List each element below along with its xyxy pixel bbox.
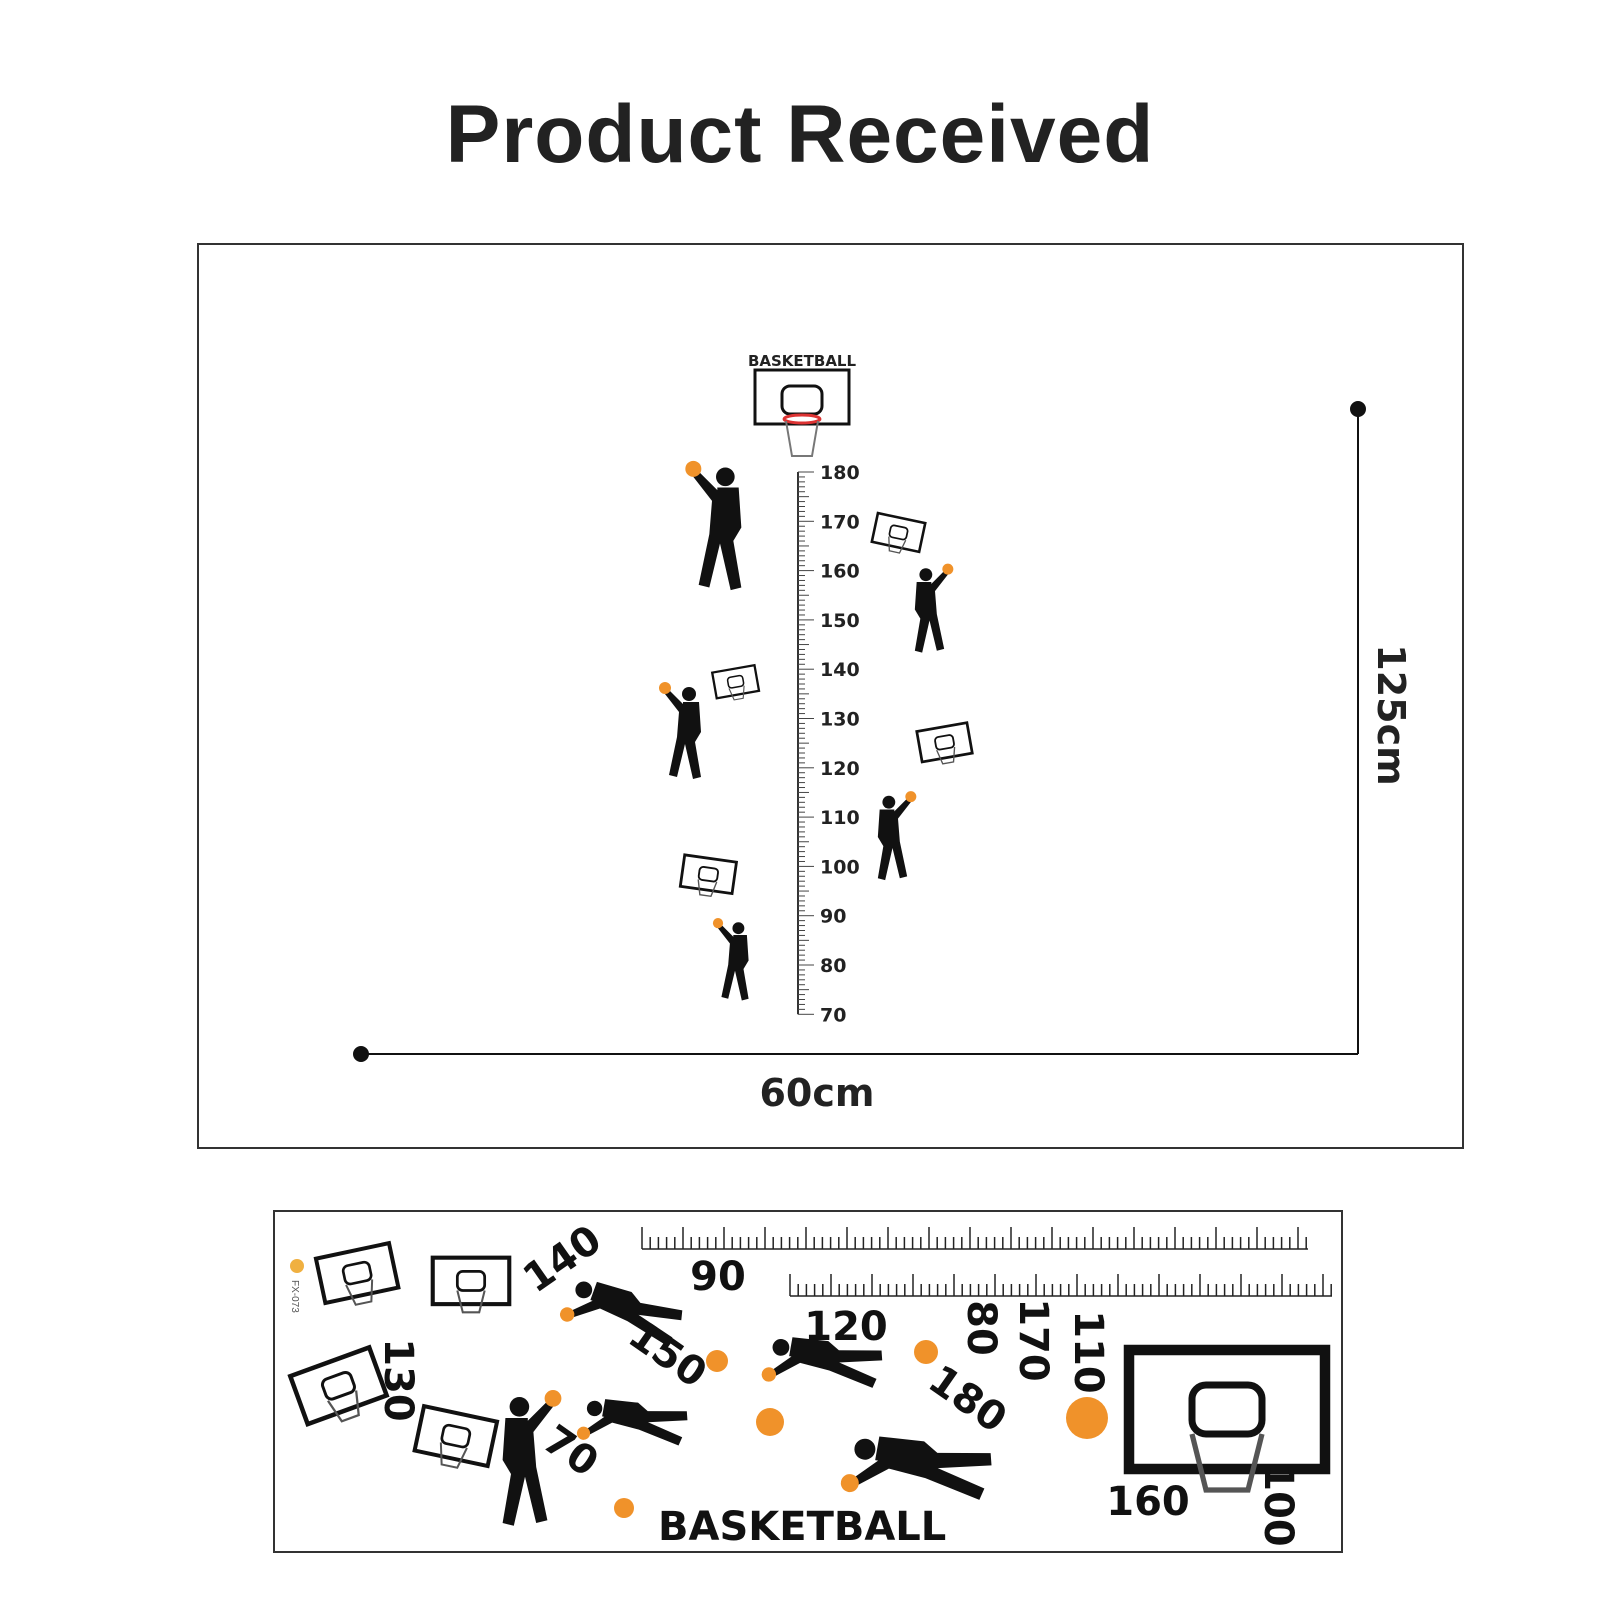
top-hoop <box>753 368 851 457</box>
basketball-icon <box>706 1350 728 1372</box>
sheet-number: 80 <box>958 1300 1004 1356</box>
hoop-icon <box>433 1258 510 1313</box>
ruler-label: 90 <box>820 906 846 928</box>
ruler-label: 110 <box>820 807 860 829</box>
ruler-label: 130 <box>820 709 860 731</box>
ruler-label: 150 <box>820 610 860 632</box>
ruler-label: 70 <box>820 1004 846 1026</box>
sheet-rulers <box>641 1227 1332 1297</box>
sheet-number: 110 <box>1065 1310 1111 1394</box>
sheet-number: 100 <box>1255 1463 1301 1547</box>
ruler-label: 120 <box>820 758 860 780</box>
ruler-label: 170 <box>820 511 860 533</box>
height-ruler: 180 170 160 150 140 130 120 110 100 90 80 70 <box>797 462 860 1026</box>
product-code: FX-073 <box>289 1280 300 1313</box>
page-title: Product Received <box>445 89 1155 180</box>
basketball-icon <box>914 1340 938 1364</box>
ruler-label: 100 <box>820 856 860 878</box>
ruler-label: 80 <box>820 955 846 977</box>
basketball-icon <box>756 1408 784 1436</box>
ruler-label: 180 <box>820 462 860 484</box>
height-label: 125cm <box>1369 644 1413 785</box>
sheet-number: 130 <box>375 1338 421 1422</box>
sheet-number: 120 <box>804 1304 888 1350</box>
basketball-icon <box>614 1498 634 1518</box>
width-label: 60cm <box>759 1071 874 1115</box>
preview-header-text: BASKETBALL <box>748 352 857 370</box>
ruler-label: 160 <box>820 561 860 583</box>
basketball-icon <box>1066 1397 1108 1439</box>
brand-logo-icon <box>290 1259 304 1273</box>
ruler-label: 140 <box>820 659 860 681</box>
sheet-number: 90 <box>690 1254 746 1300</box>
sheet-number: 170 <box>1010 1298 1056 1382</box>
sheet-number: 160 <box>1106 1479 1190 1525</box>
sheet-brand-text: BASKETBALL <box>658 1504 946 1550</box>
dimension-lines <box>353 401 1366 1062</box>
